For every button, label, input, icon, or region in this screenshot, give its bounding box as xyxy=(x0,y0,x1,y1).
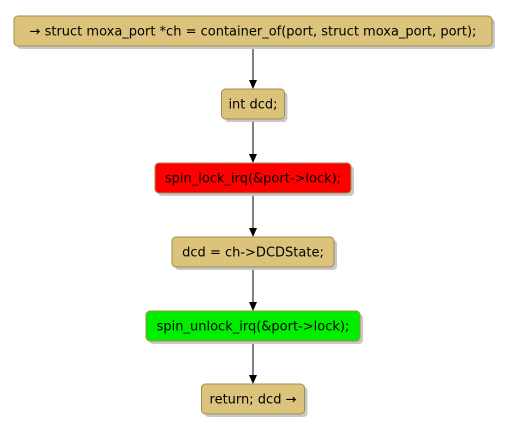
flow-node-n2: int dcd; xyxy=(221,88,288,122)
edge-arrow xyxy=(249,119,257,163)
node-label: → struct moxa_port *ch = container_of(po… xyxy=(30,25,477,40)
flowchart-edges xyxy=(249,46,257,384)
flow-node-n1: → struct moxa_port *ch = container_of(po… xyxy=(13,15,495,49)
node-box xyxy=(221,88,285,120)
node-box xyxy=(145,310,361,342)
node-label: dcd = ch->DCDState; xyxy=(182,246,324,261)
flow-node-n4: dcd = ch->DCDState; xyxy=(171,236,337,270)
edge-arrowhead xyxy=(249,375,257,384)
node-label: int dcd; xyxy=(228,98,277,113)
flow-node-n5: spin_unlock_irq(&port->lock); xyxy=(145,310,363,344)
edge-arrow xyxy=(249,46,257,89)
node-label: return; dcd → xyxy=(210,393,297,408)
node-box xyxy=(201,383,305,415)
node-label: spin_lock_irq(&port->lock); xyxy=(165,172,341,187)
edge-arrowhead xyxy=(249,302,257,311)
edge-arrowhead xyxy=(249,80,257,89)
flow-node-n6: return; dcd → xyxy=(201,383,308,417)
node-box xyxy=(13,15,493,47)
flow-node-n3: spin_lock_irq(&port->lock); xyxy=(154,162,354,196)
edge-arrow xyxy=(249,267,257,311)
node-label: spin_unlock_irq(&port->lock); xyxy=(157,320,350,335)
edge-arrowhead xyxy=(249,228,257,237)
edge-arrowhead xyxy=(249,154,257,163)
edge-arrow xyxy=(249,341,257,384)
flowchart-nodes: → struct moxa_port *ch = container_of(po… xyxy=(13,15,495,417)
node-box xyxy=(171,236,335,268)
edge-arrow xyxy=(249,193,257,237)
node-box xyxy=(154,162,352,194)
